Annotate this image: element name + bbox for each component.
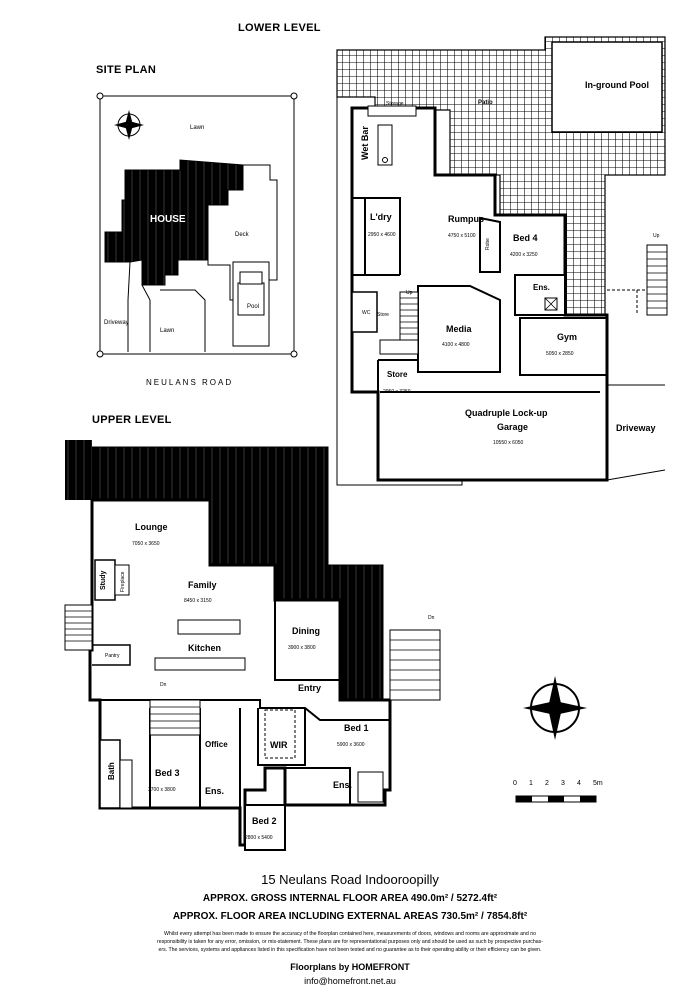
footer-address: 15 Neulans Road Indooroopilly — [261, 872, 439, 887]
lower-up-label-2: Up — [406, 290, 413, 296]
scale-tick: 2 — [545, 780, 549, 787]
upper-bed3-label: Bed 3 — [155, 768, 180, 778]
upper-family-label: Family — [188, 580, 217, 590]
site-compass-icon — [114, 110, 144, 140]
lower-wc-label: WC — [362, 310, 371, 316]
lower-robe-label: Robe — [485, 238, 491, 250]
site-road-label: NEULANS ROAD — [146, 378, 234, 387]
lower-garage-label-2: Garage — [497, 422, 529, 432]
lower-laundry-dim: 2950 x 4600 — [368, 232, 396, 238]
scale-tick: 5m — [593, 780, 603, 787]
lower-ens-label: Ens. — [533, 283, 550, 292]
upper-fireplace-label: Fireplace — [120, 571, 126, 592]
upper-hall-stair — [149, 699, 201, 736]
upper-lounge-dim: 7050 x 3650 — [132, 541, 160, 547]
scale-tick: 3 — [561, 780, 565, 787]
upper-entry-stair — [389, 629, 441, 701]
footer-area-internal: APPROX. GROSS INTERNAL FLOOR AREA 490.0m… — [202, 893, 498, 904]
lower-store-small-label: Store — [377, 312, 389, 318]
lower-patio-label: Patio — [478, 100, 493, 106]
site-house-footprint — [104, 159, 278, 352]
footer-credit: Floorplans by HOMEFRONT — [290, 962, 410, 972]
north-compass-icon — [523, 676, 587, 740]
upper-side-stair — [64, 604, 93, 651]
site-plan — [96, 92, 298, 358]
upper-bath-label: Bath — [107, 762, 116, 780]
upper-kitchen-label: Kitchen — [188, 643, 222, 653]
lower-gym-dim: 5050 x 2850 — [546, 351, 574, 357]
heading-site-plan: SITE PLAN — [96, 64, 157, 76]
upper-dn-label-1: Dn — [428, 615, 435, 621]
upper-bed1-label: Bed 1 — [344, 723, 369, 733]
footer-disclaimer-3: ers. The services, systems and appliance… — [158, 947, 542, 953]
upper-bed2-label: Bed 2 — [252, 816, 277, 826]
upper-office-label: Office — [205, 740, 228, 749]
footer-email: info@homefront.net.au — [304, 976, 396, 986]
site-lawn-bottom-label: Lawn — [160, 328, 175, 334]
lower-garage-label-1: Quadruple Lock-up — [465, 408, 548, 418]
scale-tick: 0 — [513, 780, 517, 787]
upper-family-dim: 8450 x 3150 — [184, 598, 212, 604]
site-driveway-label: Driveway — [104, 320, 129, 326]
upper-bed3-dim: 3700 x 3800 — [148, 787, 176, 793]
upper-entry-label: Entry — [298, 683, 322, 693]
lower-wetbar-label: Wet Bar — [360, 126, 370, 160]
lower-store-label: Store — [387, 370, 408, 379]
upper-lounge-label: Lounge — [135, 522, 168, 532]
heading-lower-level: LOWER LEVEL — [238, 22, 321, 34]
scale-bar — [515, 795, 597, 803]
upper-level-plan — [64, 440, 441, 851]
upper-wir-label: WIR — [270, 740, 288, 750]
site-deck-label: Deck — [235, 232, 249, 238]
lower-up-label-1: Up — [653, 233, 660, 239]
upper-pantry-label: Pantry — [105, 653, 120, 659]
lower-rumpus-dim: 4750 x 5100 — [448, 233, 476, 239]
lower-gym-label: Gym — [557, 332, 578, 342]
lower-laundry-label: L'dry — [370, 212, 392, 222]
footer-disclaimer-1: Whilst every attempt has been made to en… — [164, 931, 536, 937]
lower-storage-label: Storage — [386, 101, 404, 107]
upper-study-label: Study — [100, 570, 107, 590]
lower-garage-dim: 10550 x 6050 — [493, 440, 524, 446]
lower-media-dim: 4100 x 4800 — [442, 342, 470, 348]
lower-driveway-label: Driveway — [616, 423, 656, 433]
lower-store-dim: 2950 x 3250 — [383, 389, 411, 395]
lower-stair — [399, 291, 419, 343]
upper-dn-label-2: Dn — [160, 682, 167, 688]
lower-media-label: Media — [446, 324, 472, 334]
site-lawn-top-label: Lawn — [190, 125, 205, 131]
upper-dining-label: Dining — [292, 626, 320, 636]
site-pool-label: Pool — [247, 304, 260, 310]
scale-tick: 4 — [577, 780, 581, 787]
lower-pool-label: In-ground Pool — [585, 80, 649, 90]
upper-bed1-dim: 5900 x 3600 — [337, 742, 365, 748]
lower-bed4-label: Bed 4 — [513, 233, 538, 243]
lower-external-stair — [607, 244, 668, 316]
heading-upper-level: UPPER LEVEL — [92, 414, 172, 426]
scale-tick: 1 — [529, 780, 533, 787]
footer-area-external: APPROX. FLOOR AREA INCLUDING EXTERNAL AR… — [172, 911, 528, 922]
lower-bed4-dim: 4200 x 3250 — [510, 252, 538, 258]
lower-rumpus-label: Rumpus — [448, 214, 484, 224]
upper-ens-label-a: Ens. — [205, 786, 225, 796]
upper-dining-dim: 3900 x 3800 — [288, 645, 316, 651]
site-house-label: HOUSE — [150, 214, 186, 225]
upper-bed2-dim: 2800 x 5400 — [245, 835, 273, 841]
footer-disclaimer-2: responsibility is taken for any error, o… — [157, 939, 543, 945]
upper-ens-label-b: Ens. — [333, 780, 353, 790]
lower-level-plan — [336, 36, 668, 486]
